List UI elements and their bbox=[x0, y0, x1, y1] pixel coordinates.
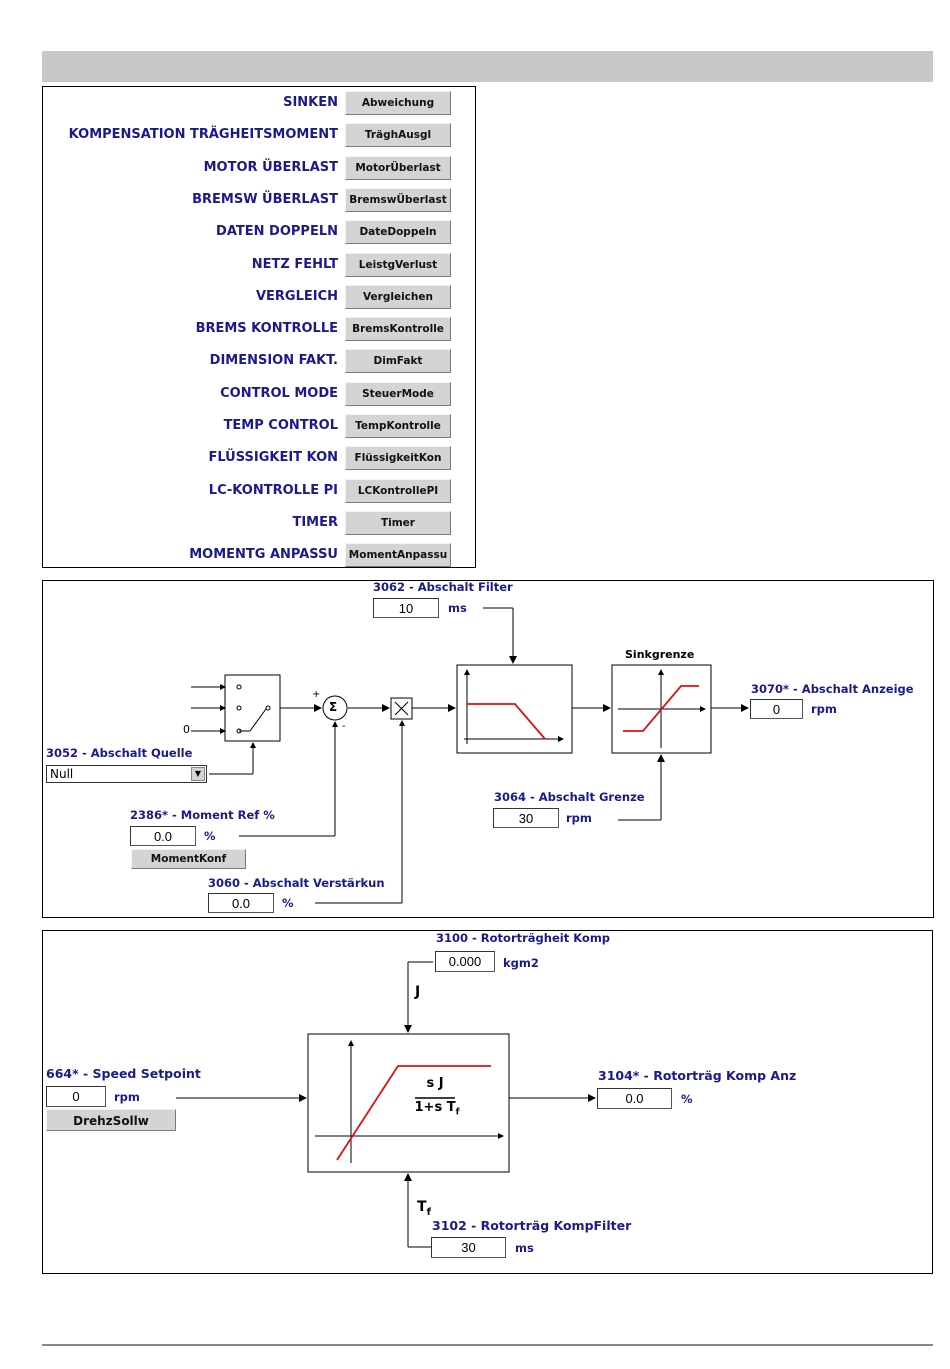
menu-label: CONTROL MODE bbox=[220, 385, 338, 401]
menu-label: KOMPENSATION TRÄGHEITSMOMENT bbox=[68, 127, 338, 143]
menu-button[interactable]: FlüssigkeitKon bbox=[345, 446, 451, 471]
menu-button[interactable]: BremswÜberlast bbox=[345, 187, 451, 212]
menu-button[interactable]: MotorÜberlast bbox=[345, 155, 451, 180]
tf-label-sub: f bbox=[426, 1206, 431, 1218]
abschalt-panel: 3062 - Abschalt Filter ms Sinkgrenze 307… bbox=[42, 580, 934, 918]
menu-button[interactable]: Timer bbox=[345, 510, 451, 535]
footer-line bbox=[42, 1344, 933, 1346]
menu-label: MOMENTG ANPASSU bbox=[189, 547, 338, 563]
moment-ref-field[interactable] bbox=[130, 826, 196, 846]
abschalt-grenze-unit: rpm bbox=[566, 811, 592, 825]
rotortraeg-filter-unit: ms bbox=[515, 1241, 534, 1255]
abschalt-diagram bbox=[191, 607, 749, 904]
abschalt-grenze-field[interactable] bbox=[493, 808, 559, 828]
header-bar bbox=[42, 51, 933, 82]
transfer-denominator-sub: f bbox=[455, 1107, 460, 1118]
rotor-traegheit-label: 3100 - Rotorträgheit Komp bbox=[436, 931, 611, 945]
menu-button[interactable]: Abweichung bbox=[345, 91, 451, 115]
traegheit-panel: 3100 - Rotorträgheit Komp kgm2 J 664* - … bbox=[42, 930, 933, 1274]
abschalt-verstaerkung-unit: % bbox=[282, 896, 294, 910]
menu-button[interactable]: DateDoppeln bbox=[345, 220, 451, 245]
tf-label: Tf bbox=[417, 1199, 431, 1218]
abschalt-anzeige-field bbox=[750, 699, 803, 719]
speed-setpoint-label: 664* - Speed Setpoint bbox=[46, 1066, 201, 1081]
menu-label: DIMENSION FAKT. bbox=[209, 353, 338, 369]
menu-button[interactable]: BremsKontrolle bbox=[345, 317, 451, 342]
sinkgrenze-label: Sinkgrenze bbox=[625, 648, 695, 661]
sigma-minus-sign: - bbox=[342, 721, 346, 732]
rotortraeg-filter-label: 3102 - Rotorträg KompFilter bbox=[432, 1218, 632, 1233]
menu-label: VERGLEICH bbox=[255, 288, 338, 304]
menu-label: TEMP CONTROL bbox=[223, 418, 338, 433]
rotor-traegheit-field[interactable] bbox=[435, 951, 495, 972]
menu-button[interactable]: LCKontrollePI bbox=[345, 478, 451, 503]
abschalt-anzeige-label: 3070* - Abschalt Anzeige bbox=[751, 682, 914, 696]
drehz-sollw-button[interactable]: DrehzSollw bbox=[46, 1109, 176, 1131]
menu-label: FLÜSSIGKEIT KON bbox=[208, 450, 338, 466]
rotortraeg-anzeige-unit: % bbox=[681, 1092, 693, 1106]
menu-button[interactable]: LeistgVerlust bbox=[345, 252, 451, 277]
moment-ref-unit: % bbox=[204, 829, 216, 843]
abschalt-anzeige-unit: rpm bbox=[811, 702, 837, 716]
transfer-function: s J bbox=[413, 1075, 457, 1093]
menu-label: BREMSW ÜBERLAST bbox=[192, 191, 338, 207]
switch-zero-input: 0 bbox=[183, 723, 190, 736]
menu-button[interactable]: SteuerMode bbox=[345, 381, 451, 406]
speed-setpoint-unit: rpm bbox=[114, 1090, 140, 1104]
traegheit-diagram bbox=[176, 961, 596, 1248]
menu-label: LC-KONTROLLE PI bbox=[208, 482, 338, 498]
menu-label: TIMER bbox=[292, 514, 338, 530]
speed-setpoint-field[interactable] bbox=[46, 1086, 106, 1107]
transfer-denominator-wrap: 1+s Tf bbox=[407, 1099, 467, 1122]
abschalt-filter-label: 3062 - Abschalt Filter bbox=[373, 580, 513, 594]
menu-label: BREMS KONTROLLE bbox=[195, 321, 338, 337]
moment-ref-label: 2386* - Moment Ref % bbox=[130, 808, 275, 822]
rotortraeg-anzeige-label: 3104* - Rotorträg Komp Anz bbox=[598, 1068, 797, 1083]
menu-button[interactable]: TempKontrolle bbox=[345, 414, 451, 438]
moment-konf-button[interactable]: MomentKonf bbox=[131, 849, 246, 869]
menu-label: MOTOR ÜBERLAST bbox=[203, 159, 338, 175]
abschalt-quelle-value: Null bbox=[50, 767, 74, 781]
menu-button[interactable]: MomentAnpassu bbox=[345, 543, 451, 568]
chevron-down-icon[interactable]: ▼ bbox=[191, 767, 205, 781]
menu-button[interactable]: DimFakt bbox=[345, 349, 451, 374]
menu-label: NETZ FEHLT bbox=[251, 256, 338, 272]
abschalt-verstaerkung-label: 3060 - Abschalt Verstärkun bbox=[208, 876, 385, 890]
j-label: J bbox=[415, 984, 421, 1000]
rotortraeg-filter-field[interactable] bbox=[431, 1237, 506, 1258]
abschalt-verstaerkung-field[interactable] bbox=[208, 893, 274, 913]
menu-button[interactable]: Vergleichen bbox=[345, 284, 451, 309]
abschalt-quelle-label: 3052 - Abschalt Quelle bbox=[46, 746, 193, 760]
sigma-symbol: Σ bbox=[329, 700, 338, 714]
abschalt-quelle-select[interactable]: Null ▼ bbox=[46, 765, 207, 783]
abschalt-filter-field[interactable] bbox=[373, 598, 439, 618]
menu-label: SINKEN bbox=[283, 95, 338, 110]
menu-label: DATEN DOPPELN bbox=[216, 224, 338, 240]
transfer-numerator: s J bbox=[426, 1076, 444, 1091]
tf-label-letter: T bbox=[417, 1199, 427, 1215]
abschalt-filter-unit: ms bbox=[448, 601, 467, 615]
rotor-traegheit-unit: kgm2 bbox=[503, 956, 539, 970]
abschalt-grenze-label: 3064 - Abschalt Grenze bbox=[494, 790, 645, 804]
rotortraeg-anzeige-field bbox=[597, 1088, 672, 1109]
sigma-plus-sign: + bbox=[312, 689, 321, 700]
menu-button[interactable]: TräghAusgl bbox=[345, 123, 451, 148]
transfer-denominator: 1+s T bbox=[414, 1100, 456, 1115]
